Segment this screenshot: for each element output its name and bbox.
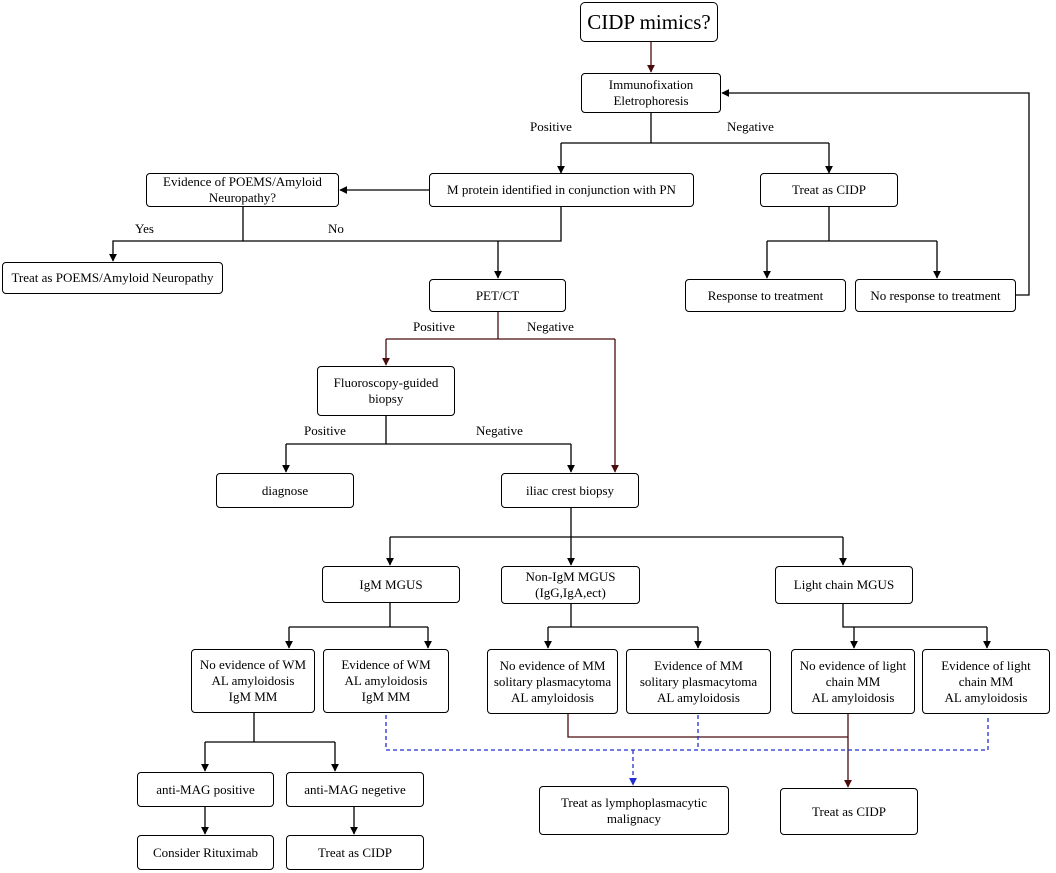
edge-immunofixation-split (561, 113, 829, 144)
pet-ct-box: PET/CT (429, 279, 566, 312)
non-igm-mgus-box: Non-IgM MGUS (IgG,IgA,ect) (501, 566, 640, 604)
edge-non-igm-split (548, 604, 698, 628)
treat-cidp-mag-box: Treat as CIDP (286, 835, 424, 870)
igm-mgus-box: IgM MGUS (322, 566, 460, 603)
response-box: Response to treatment (685, 279, 846, 312)
edge-light-split (842, 604, 987, 628)
evidence-light-box: Evidence of light chain MM AL amyloidosi… (922, 649, 1050, 714)
edge-pet-split (386, 312, 615, 340)
edge-treat-cidp-split (767, 207, 937, 242)
edge-evidence-to-lympho (385, 715, 989, 751)
immunofixation-box: Immunofixation Eletrophoresis (581, 73, 721, 113)
edge-m-protein-to-pet (243, 207, 562, 278)
edge-iliac-split (390, 508, 843, 538)
edge-evidence-yes (109, 207, 244, 262)
no-evidence-light-box: No evidence of light chain MM AL amyloid… (791, 649, 915, 714)
fluoroscopy-box: Fluoroscopy-guided biopsy (317, 366, 455, 416)
edge-igm-split (289, 603, 428, 628)
edge-fluoro-split (286, 416, 571, 445)
diagnose-box: diagnose (216, 473, 354, 508)
label-poems-yes: Yes (135, 221, 154, 236)
light-chain-mgus-box: Light chain MGUS (775, 566, 913, 604)
treat-poems-box: Treat as POEMS/Amyloid Neuropathy (2, 262, 223, 294)
label-poems-no: No (328, 221, 344, 236)
label-pet-positive: Positive (413, 319, 455, 334)
anti-mag-negative-box: anti-MAG negetive (286, 772, 424, 807)
no-evidence-wm-box: No evidence of WM AL amyloidosis IgM MM (191, 649, 315, 713)
no-response-box: No response to treatment (855, 279, 1016, 312)
m-protein-box: M protein identified in conjunction with… (429, 173, 694, 207)
edge-no-response-loop (721, 89, 1030, 296)
evidence-mm-box: Evidence of MM solitary plasmacytoma AL … (626, 649, 771, 714)
label-ife-positive: Positive (530, 119, 572, 134)
consider-rituximab-box: Consider Rituximab (137, 835, 274, 870)
label-pet-negative: Negative (527, 319, 574, 334)
iliac-crest-box: iliac crest biopsy (501, 473, 639, 508)
anti-mag-positive-box: anti-MAG positive (137, 772, 274, 807)
evidence-poems-box: Evidence of POEMS/Amyloid Neuropathy? (146, 173, 339, 207)
no-evidence-mm-box: No evidence of MM solitary plasmacytoma … (487, 649, 618, 714)
treat-cidp-bottom-box: Treat as CIDP (780, 788, 918, 835)
label-fluoro-negative: Negative (476, 423, 523, 438)
label-ife-negative: Negative (727, 119, 774, 134)
treat-lympho-box: Treat as lymphoplasmacytic malignacy (539, 786, 729, 835)
evidence-wm-box: Evidence of WM AL amyloidosis IgM MM (323, 649, 449, 713)
label-fluoro-positive: Positive (304, 423, 346, 438)
title-box: CIDP mimics? (580, 2, 718, 42)
treat-cidp-top-box: Treat as CIDP (760, 173, 898, 207)
edge-no-wm-split (205, 713, 335, 743)
